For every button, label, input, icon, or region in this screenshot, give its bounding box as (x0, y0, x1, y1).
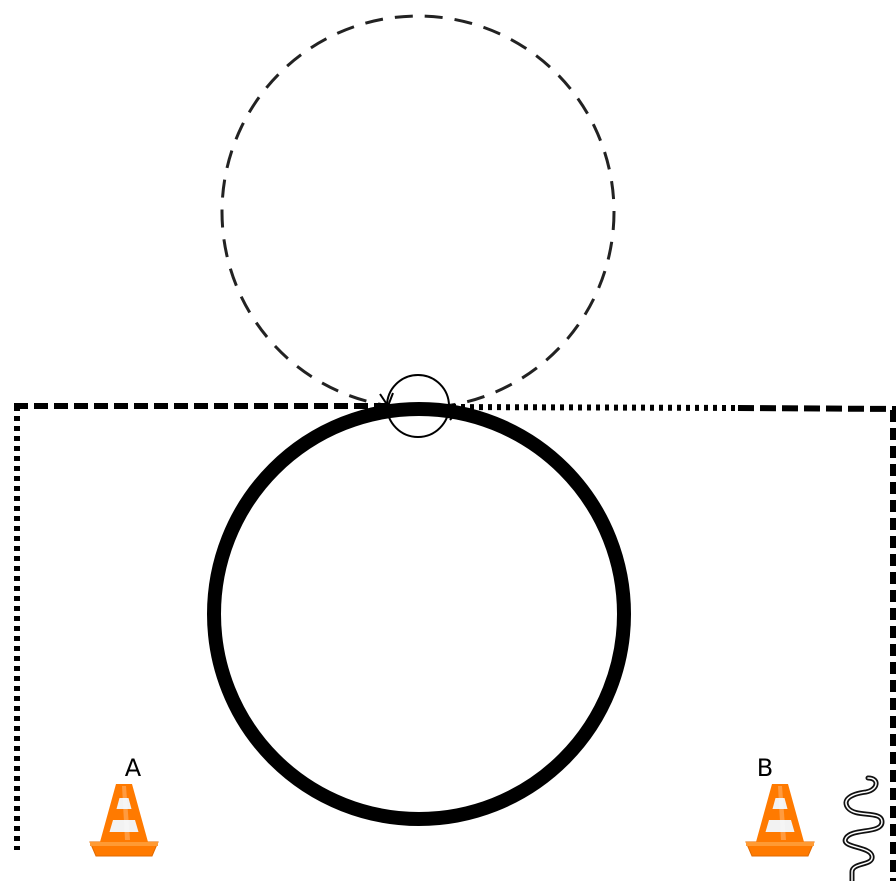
boundary-top-right-dashed (737, 405, 896, 412)
cone-a-label: A (125, 754, 142, 782)
solid-circle (207, 402, 631, 826)
cone-b-label: B (757, 754, 773, 782)
traffic-cone-icon (89, 784, 159, 857)
dashed-circle (220, 14, 616, 410)
loop-arrow-icon (379, 374, 460, 438)
traffic-cone-icon (745, 784, 815, 857)
squiggle-icon (842, 775, 885, 881)
boundary-top-middle-dotted (451, 404, 737, 411)
squiggle-icon-inner (844, 777, 883, 881)
